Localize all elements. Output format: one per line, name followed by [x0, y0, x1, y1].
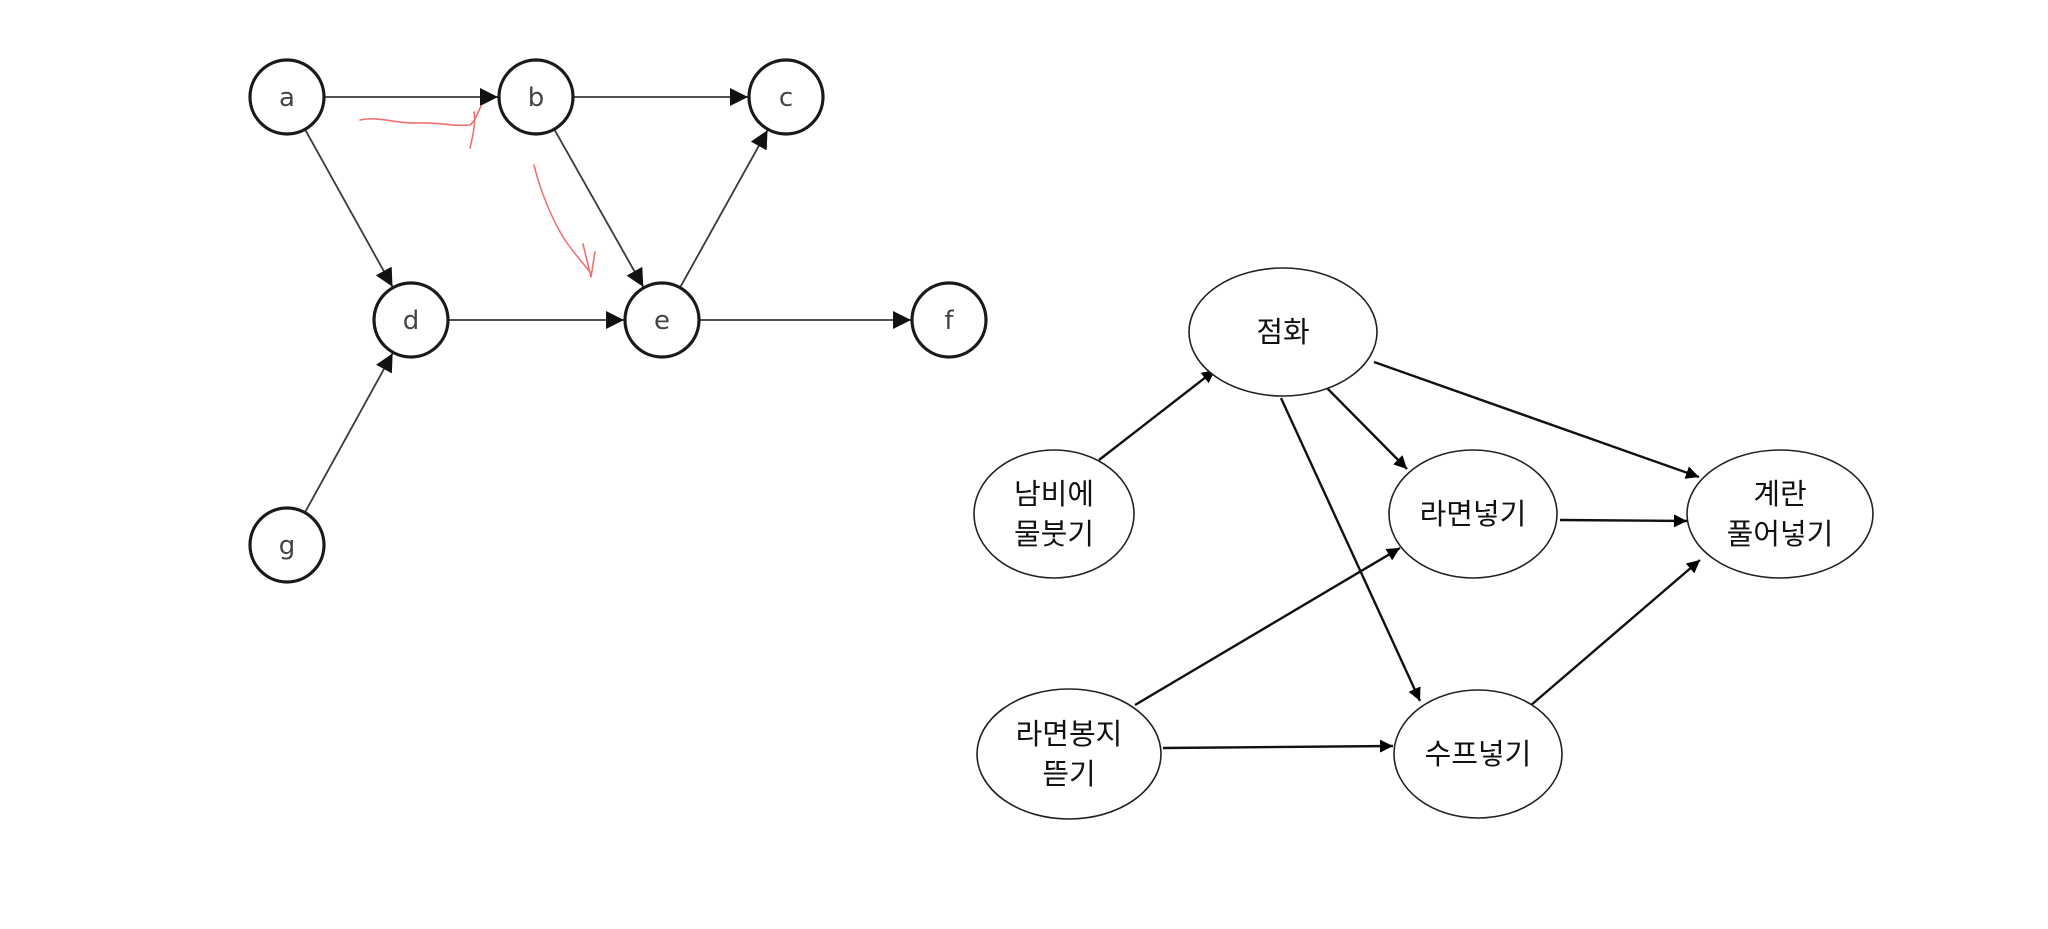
edge-g-d — [304, 352, 394, 514]
step-soup-label-line-1: 수프넣기 — [1425, 737, 1532, 771]
letter-graph-nodes: a b c d e f g — [248, 58, 988, 584]
node-b: b — [497, 58, 575, 136]
node-d-label: d — [403, 306, 420, 336]
step-open-label-line-2: 뜯기 — [1042, 757, 1095, 791]
edge-b-e — [553, 128, 645, 288]
step-open-label-line-1: 라면봉지 — [1016, 717, 1123, 751]
red-annotation-stroke-b-e-tick — [582, 243, 596, 278]
step-water-label-line-1: 남비에 — [1014, 477, 1094, 511]
node-d-circle — [372, 281, 450, 359]
step-open-ellipse — [976, 688, 1162, 820]
node-a-circle — [248, 58, 326, 136]
node-b-label: b — [528, 83, 545, 113]
node-c-circle — [747, 58, 825, 136]
dependency-graph-letters: a b c d e f g — [248, 58, 988, 584]
node-f-label: f — [944, 306, 954, 336]
node-f: f — [910, 281, 988, 359]
edge-ignite-noodle — [1324, 385, 1408, 470]
red-annotation-stroke-a-b-hook — [469, 111, 476, 149]
red-handwritten-annotations — [359, 105, 596, 278]
node-f-circle — [910, 281, 988, 359]
node-a-label: a — [279, 83, 295, 113]
edge-ignite-egg — [1373, 360, 1700, 479]
edge-a-d — [304, 128, 394, 288]
edge-soup-egg — [1529, 559, 1701, 707]
step-water-label-line-2: 물붓기 — [1014, 517, 1094, 551]
edge-e-c — [679, 129, 769, 289]
node-b-circle — [497, 58, 575, 136]
edge-noodle-egg — [1559, 514, 1688, 528]
step-soup-ellipse — [1393, 689, 1563, 819]
node-g: g — [248, 506, 326, 584]
step-ignite-ellipse — [1188, 267, 1378, 397]
edge-open-noodle — [1134, 546, 1401, 707]
ramen-graph-edges — [1098, 360, 1701, 753]
node-g-label: g — [279, 531, 296, 561]
step-ignite-label-line-1: 점화 — [1256, 315, 1309, 349]
step-noodle-ellipse — [1388, 449, 1558, 579]
step-egg-ellipse — [1686, 449, 1874, 579]
step-ignite: 점화 — [1188, 267, 1378, 397]
edge-water-ignite — [1098, 369, 1216, 461]
node-c: c — [747, 58, 825, 136]
node-a: a — [248, 58, 326, 136]
step-soup: 수프넣기 — [1393, 689, 1563, 819]
node-g-circle — [248, 506, 326, 584]
step-noodle: 라면넣기 — [1388, 449, 1558, 579]
red-annotation-stroke-a-b — [359, 105, 482, 127]
step-egg-label-line-2: 풀어넣기 — [1727, 517, 1834, 551]
node-d: d — [372, 281, 450, 359]
node-e-circle — [623, 281, 701, 359]
node-e-label: e — [654, 306, 670, 336]
red-annotation-stroke-b-e — [533, 164, 591, 273]
step-noodle-label-line-1: 라면넣기 — [1420, 497, 1527, 531]
step-egg-label-line-1: 계란 — [1753, 477, 1806, 511]
step-water-ellipse — [973, 449, 1135, 579]
edge-open-soup — [1162, 739, 1394, 753]
letter-graph-edges — [304, 88, 911, 514]
edge-ignite-soup — [1279, 397, 1422, 702]
node-e: e — [623, 281, 701, 359]
node-c-label: c — [779, 83, 793, 113]
